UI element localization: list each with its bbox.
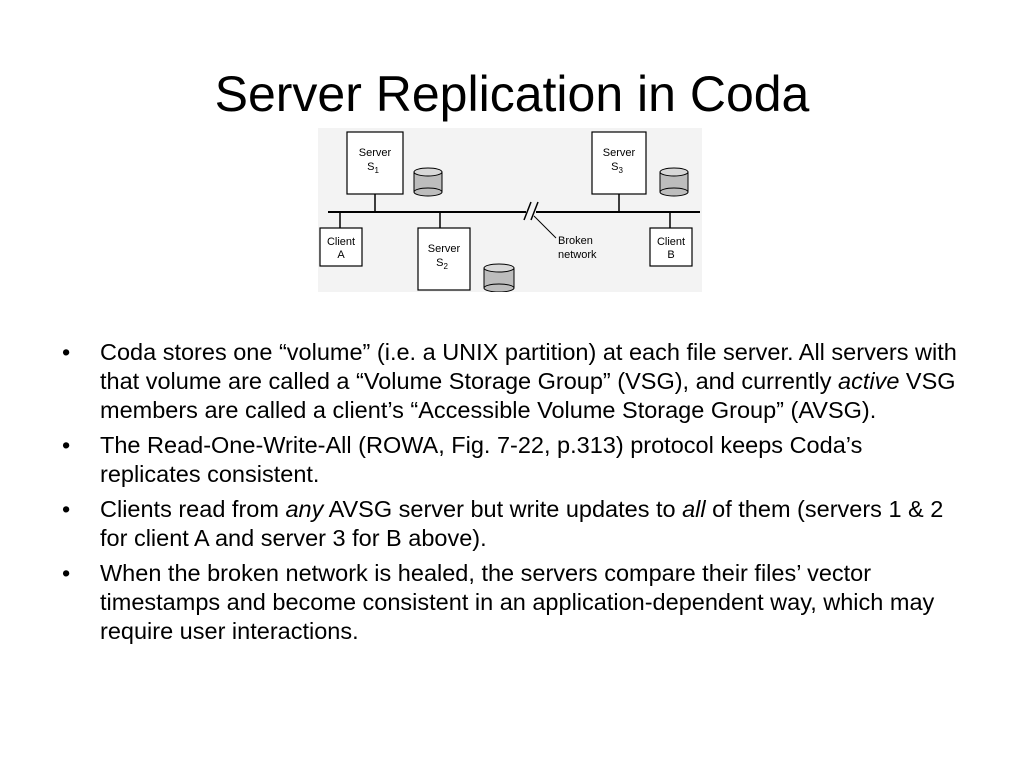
server-s3-label: Server: [603, 147, 636, 159]
disk-icon: [413, 167, 443, 197]
bullet-list: Coda stores one “volume” (i.e. a UNIX pa…: [62, 338, 962, 652]
break-mark-1: [523, 201, 532, 221]
disk-icon: [659, 167, 689, 197]
slide-title: Server Replication in Coda: [214, 66, 810, 122]
break-mark-2: [530, 201, 539, 221]
broken-leader-line: [533, 215, 557, 239]
client-b-name: B: [667, 249, 674, 261]
server-s1-name: S1: [367, 161, 379, 175]
client-b-label: Client: [657, 236, 685, 248]
bullet-item: When the broken network is healed, the s…: [62, 559, 962, 646]
server-s3: Server S3: [591, 131, 647, 212]
disk-icon: [483, 263, 515, 292]
broken-network-label-1: Broken: [558, 235, 593, 247]
server-s3-name: S3: [611, 161, 623, 175]
server-s2: Server S2: [417, 212, 471, 291]
server-s1-label: Server: [359, 147, 392, 159]
client-b: Client B: [649, 212, 693, 267]
server-s1: Server S1: [346, 131, 404, 212]
broken-network-label-2: network: [558, 249, 597, 261]
client-a-label: Client: [327, 236, 355, 248]
bullet-item: Clients read from any AVSG server but wr…: [62, 495, 962, 553]
client-a: Client A: [319, 212, 363, 267]
bullet-item: Coda stores one “volume” (i.e. a UNIX pa…: [62, 338, 962, 425]
client-a-name: A: [337, 249, 345, 261]
diagram-svg: Server S1 Server S3: [319, 131, 700, 292]
coda-network-diagram: Server S1 Server S3: [318, 128, 702, 292]
bullet-item: The Read-One-Write-All (ROWA, Fig. 7-22,…: [62, 431, 962, 489]
server-s2-name: S2: [436, 257, 448, 271]
server-s2-label: Server: [428, 243, 461, 255]
